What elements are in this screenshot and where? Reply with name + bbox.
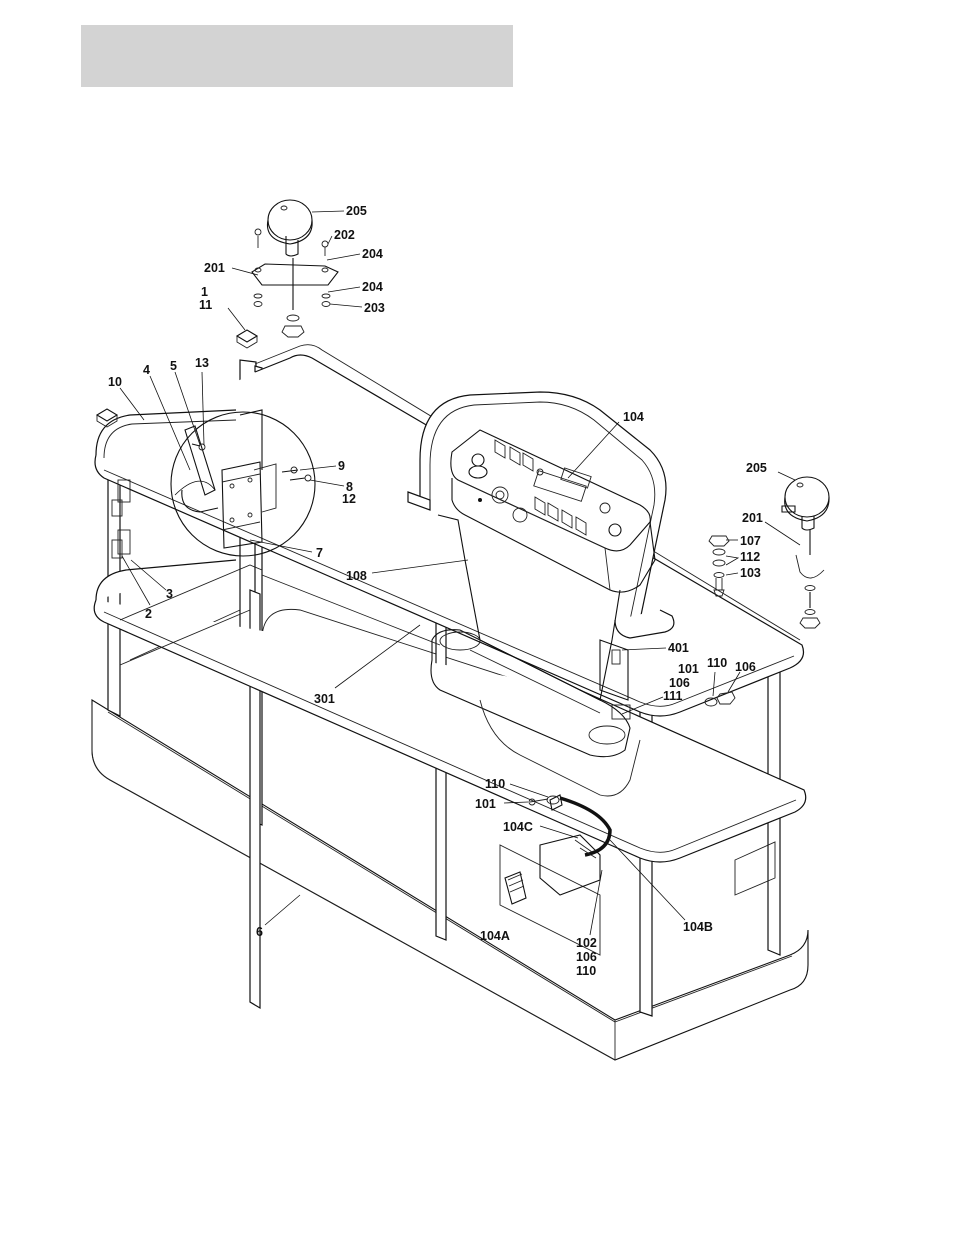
callout-11: 11 <box>199 298 212 312</box>
callout-202: 202 <box>334 228 355 242</box>
callout-201-top: 201 <box>204 261 225 275</box>
callout-107: 107 <box>740 534 761 548</box>
callout-10: 10 <box>108 375 122 389</box>
callout-9: 9 <box>338 459 345 473</box>
callout-110-right: 110 <box>707 656 727 670</box>
callout-4: 4 <box>143 363 150 377</box>
callout-203: 203 <box>364 301 385 315</box>
callout-110-bottom: 110 <box>576 964 596 978</box>
callout-13: 13 <box>195 356 209 370</box>
callout-108: 108 <box>346 569 367 583</box>
callout-205-top: 205 <box>346 204 367 218</box>
callout-111: 111 <box>663 689 683 703</box>
callout-204-top: 204 <box>362 247 383 261</box>
callout-101-right: 101 <box>678 662 699 676</box>
callout-106-bottom: 106 <box>576 950 597 964</box>
callout-3: 3 <box>166 587 173 601</box>
callout-104A: 104A <box>480 929 510 943</box>
callout-205-right: 205 <box>746 461 767 475</box>
callout-104C: 104C <box>503 820 533 834</box>
right-beacon-assembly <box>782 477 829 628</box>
callout-102: 102 <box>576 936 597 950</box>
callout-301: 301 <box>314 692 335 706</box>
callout-104B: 104B <box>683 920 713 934</box>
callout-204-mid: 204 <box>362 280 383 294</box>
callout-112: 112 <box>740 550 760 564</box>
callout-7: 7 <box>316 546 323 560</box>
callout-101-mid: 101 <box>475 797 496 811</box>
callout-201-right: 201 <box>742 511 763 525</box>
callout-1: 1 <box>201 285 208 299</box>
callout-110-mid: 110 <box>485 777 505 791</box>
callout-12: 12 <box>342 492 356 506</box>
callout-106-right: 106 <box>735 660 756 674</box>
callout-6: 6 <box>256 925 263 939</box>
callout-104: 104 <box>623 410 644 424</box>
callout-103: 103 <box>740 566 761 580</box>
callout-2: 2 <box>145 607 152 621</box>
callout-106-stack: 106 <box>669 676 690 690</box>
callout-401: 401 <box>668 641 689 655</box>
callout-5: 5 <box>170 359 177 373</box>
